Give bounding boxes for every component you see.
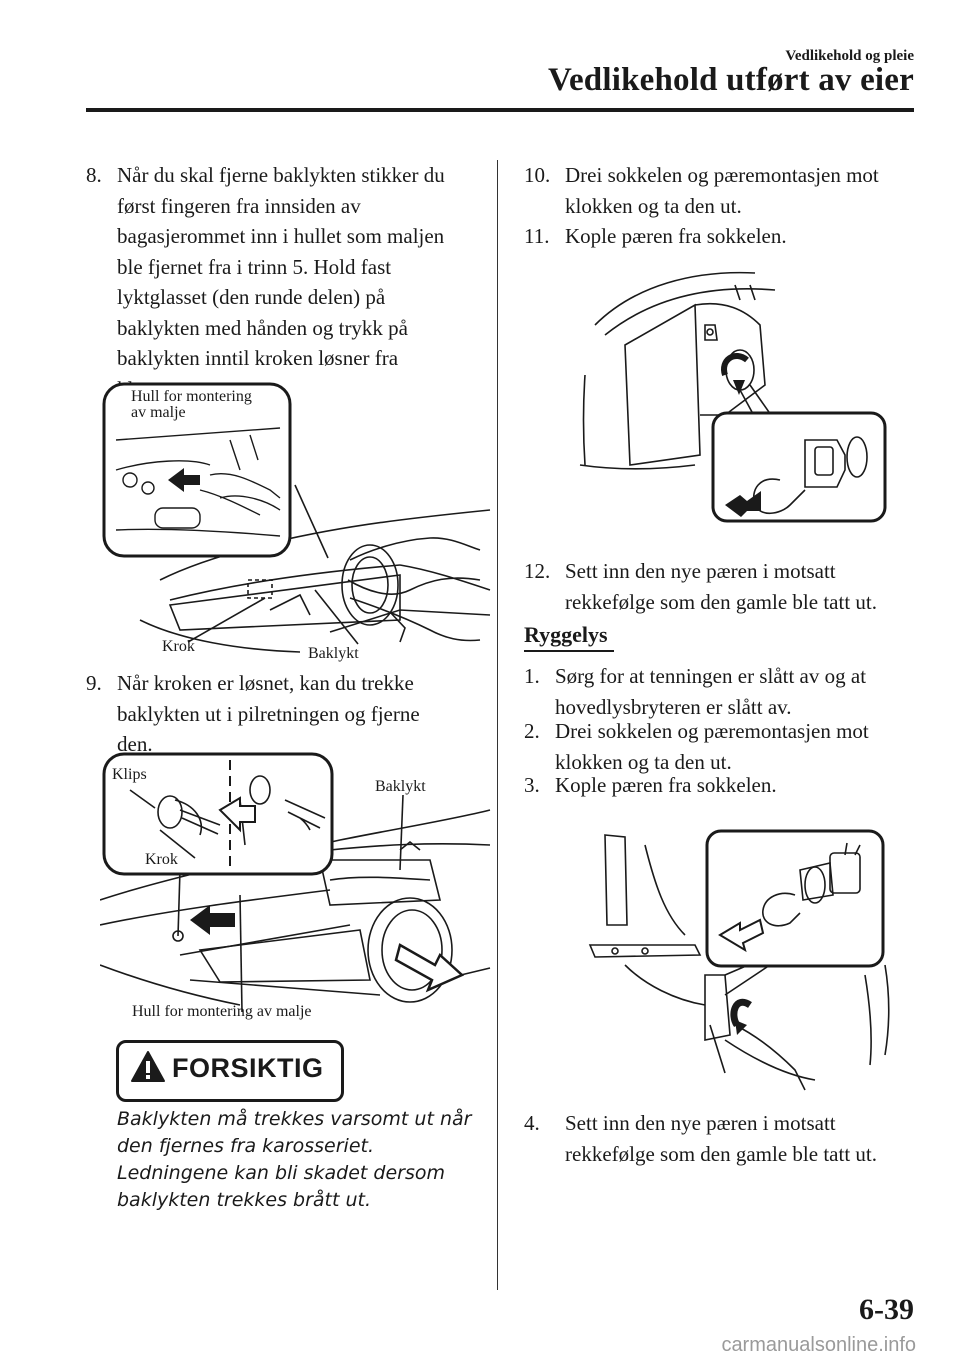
figure-taillight-pullout bbox=[100, 752, 491, 1013]
step-text-line: lyktglasset (den runde delen) på bbox=[117, 285, 386, 309]
label-krok: Krok bbox=[145, 851, 178, 868]
step-9: 9. Når kroken er løsnet, kan du trekke b… bbox=[86, 668, 486, 760]
step-text-line: Sett inn den nye pæren i motsatt bbox=[565, 1111, 836, 1135]
step-number: 10. bbox=[524, 163, 551, 187]
step-text-line: baklykten inntil kroken løsner fra bbox=[117, 346, 399, 370]
step-text-line: Kople pæren fra sokkelen. bbox=[555, 773, 777, 797]
section-heading: Ryggelys bbox=[524, 622, 608, 647]
step-text-line: Når du skal fjerne baklykten stikker du bbox=[117, 163, 445, 187]
reverse-light-step-1: 1. Sørg for at tenningen er slått av og … bbox=[524, 661, 934, 722]
column-divider bbox=[497, 160, 498, 1290]
caution-line: den fjernes fra karosseriet. bbox=[117, 1135, 374, 1157]
header-section: Vedlikehold og pleie bbox=[785, 48, 914, 64]
label-baklykt: Baklykt bbox=[308, 645, 359, 662]
label-klips: Klips bbox=[112, 766, 147, 783]
reverse-light-step-3: 3. Kople pæren fra sokkelen. bbox=[524, 770, 934, 801]
step-12: 12. Sett inn den nye pæren i motsatt rek… bbox=[524, 556, 934, 617]
step-text-line: bagasjerommet inn i hullet som maljen bbox=[117, 224, 445, 248]
step-text-line: baklykten med hånden og trykk på bbox=[117, 315, 409, 340]
caution-box bbox=[116, 1040, 344, 1102]
caution-title: FORSIKTIG bbox=[172, 1053, 324, 1083]
step-text-line: Når kroken er løsnet, kan du trekke bbox=[117, 671, 414, 695]
step-number: 12. bbox=[524, 559, 551, 583]
label-hole-mounting: Hull for montering av malje bbox=[132, 1003, 312, 1020]
caution-line: Baklykten må trekkes varsomt ut når bbox=[117, 1108, 472, 1130]
page-number: 6-39 bbox=[859, 1293, 914, 1326]
label-hole-mounting: Hull for montering bbox=[131, 388, 252, 405]
header-rule bbox=[86, 108, 914, 112]
step-text-line: Drei sokkelen og pæremontasjen mot bbox=[565, 163, 879, 187]
figure-bulb-socket-removal bbox=[579, 271, 887, 523]
step-text-line: hovedlysbryteren er slått av. bbox=[555, 694, 792, 719]
step-text-line: Sett inn den nye pæren i motsatt bbox=[565, 559, 836, 583]
step-8: 8. Når du skal fjerne baklykten stikker … bbox=[86, 160, 486, 404]
section-heading-rule bbox=[524, 650, 614, 652]
caution-line: Ledningene kan bli skadet dersom bbox=[117, 1162, 445, 1184]
step-number: 1. bbox=[524, 664, 540, 688]
step-number: 4. bbox=[524, 1111, 540, 1135]
step-text-line: Drei sokkelen og pæremontasjen mot bbox=[555, 719, 869, 743]
caution-line: baklykten trekkes brått ut. bbox=[117, 1189, 372, 1211]
label-baklykt: Baklykt bbox=[375, 778, 426, 795]
step-text-line: rekkefølge som den gamle ble tatt ut. bbox=[565, 1141, 877, 1166]
step-text-line: Sørg for at tenningen er slått av og at bbox=[555, 664, 867, 688]
figure-taillight-removal bbox=[102, 382, 491, 653]
step-text-line: rekkefølge som den gamle ble tatt ut. bbox=[565, 589, 877, 614]
step-text-line: klokken og ta den ut. bbox=[555, 749, 732, 774]
step-10: 10. Drei sokkelen og pæremontasjen mot k… bbox=[524, 160, 924, 221]
step-number: 2. bbox=[524, 719, 540, 743]
page-title: Vedlikehold utført av eier bbox=[547, 62, 914, 98]
reverse-light-step-2: 2. Drei sokkelen og pæremontasjen mot kl… bbox=[524, 716, 934, 777]
step-number: 11. bbox=[524, 224, 550, 248]
step-text-line: baklykten ut i pilretningen og fjerne bbox=[117, 701, 420, 726]
step-text-line: klokken og ta den ut. bbox=[565, 193, 742, 218]
step-text-line: den. bbox=[117, 732, 153, 756]
step-11: 11. Kople pæren fra sokkelen. bbox=[524, 221, 924, 252]
watermark: carmanualsonline.info bbox=[721, 1334, 916, 1356]
step-text-line: ble fjernet fra i trinn 5. Hold fast bbox=[117, 254, 392, 279]
reverse-light-step-4: 4. Sett inn den nye pæren i motsatt rekk… bbox=[524, 1108, 934, 1169]
label-krok: Krok bbox=[162, 638, 195, 655]
step-text-line: først fingeren fra innsiden av bbox=[117, 193, 361, 218]
step-number: 3. bbox=[524, 773, 540, 797]
warning-icon bbox=[131, 1051, 165, 1082]
step-number: 9. bbox=[86, 671, 102, 695]
caution-body: Baklykten må trekkes varsomt ut når den … bbox=[117, 1106, 477, 1214]
step-text-line: Kople pæren fra sokkelen. bbox=[565, 224, 787, 248]
step-number: 8. bbox=[86, 163, 102, 187]
figure-reverse-bulb bbox=[588, 829, 890, 1091]
label-hole-mounting-line2: av malje bbox=[131, 404, 186, 421]
